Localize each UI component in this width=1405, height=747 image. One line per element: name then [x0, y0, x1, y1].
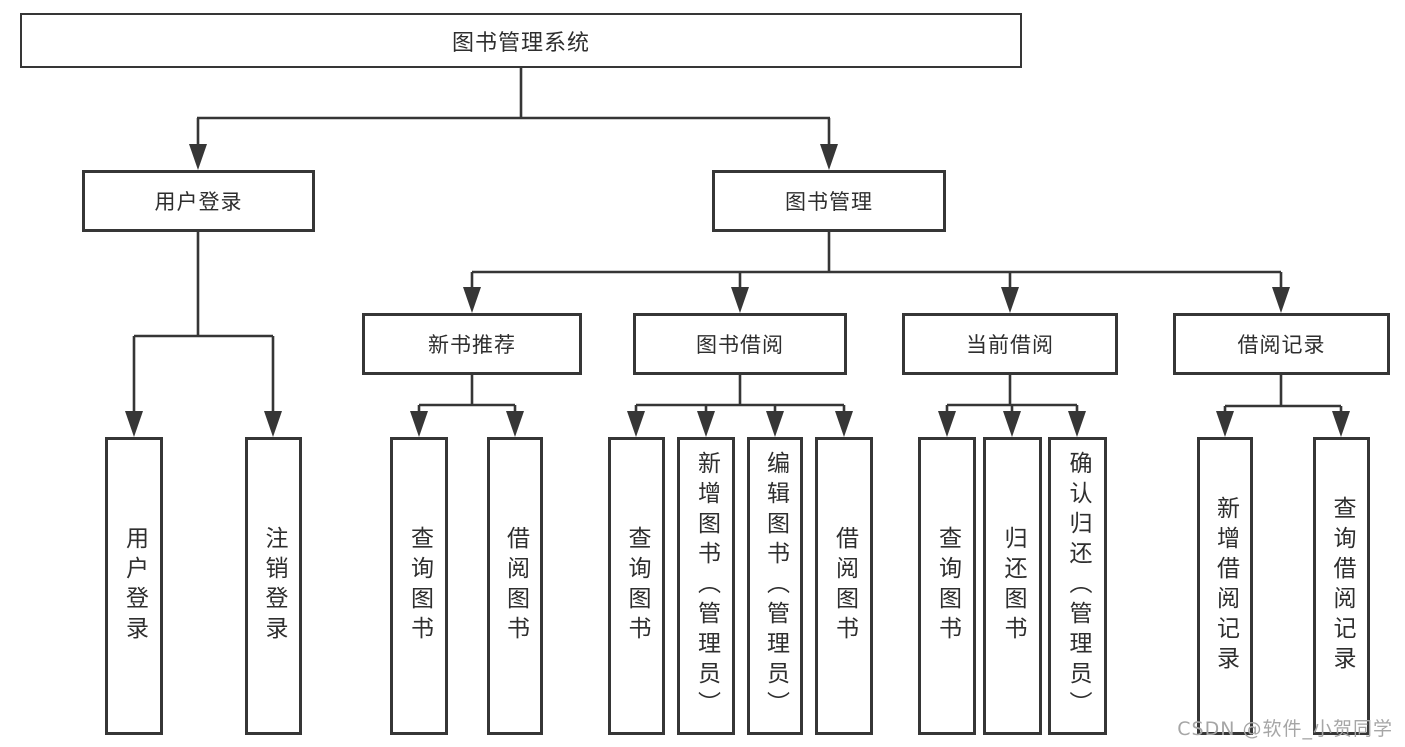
node-user-login: 用户登录: [82, 170, 315, 232]
node-book-management: 图书管理: [712, 170, 946, 232]
node-label: 用户登录: [121, 526, 148, 646]
node-label: 查询图书: [934, 526, 961, 646]
node-label: 新增图书（管理员）: [693, 451, 720, 721]
node-book-borrowing: 图书借阅: [633, 313, 847, 375]
node-label: 注销登录: [261, 526, 287, 646]
leaf-logout: 注销登录: [245, 437, 302, 735]
node-new-book-recommend: 新书推荐: [362, 313, 582, 375]
leaf-query-book-borrowing: 查询图书: [608, 437, 665, 735]
node-label: 查询借阅记录: [1329, 496, 1355, 676]
node-label: 查询图书: [624, 526, 650, 646]
csdn-watermark: CSDN @软件_小贺同学: [1177, 718, 1393, 740]
node-label: 新增借阅记录: [1212, 496, 1239, 676]
node-label: 新书推荐: [428, 333, 516, 357]
leaf-query-book-recommend: 查询图书: [390, 437, 448, 735]
node-label: 图书借阅: [696, 333, 784, 357]
node-label: 查询图书: [406, 526, 433, 646]
node-label: 图书管理系统: [451, 30, 590, 56]
node-borrow-records: 借阅记录: [1173, 313, 1390, 375]
node-label: 图书管理: [785, 190, 873, 214]
leaf-borrow-book: 借阅图书: [815, 437, 873, 735]
node-label: 编辑图书（管理员）: [762, 451, 789, 721]
node-label: 当前借阅: [966, 333, 1054, 357]
node-label: 借阅图书: [831, 526, 858, 646]
node-label: 归还图书: [1000, 526, 1026, 646]
node-label: 借阅记录: [1237, 333, 1326, 357]
connector-borrow-to-leaves: [627, 375, 853, 437]
leaf-query-borrow-record: 查询借阅记录: [1313, 437, 1370, 735]
leaf-user-login: 用户登录: [105, 437, 163, 735]
node-label: 借阅图书: [502, 526, 529, 646]
node-label: 用户登录: [154, 190, 243, 214]
connector-bookmgmt-to-level3: [463, 232, 1290, 313]
leaf-edit-book-admin: 编辑图书（管理员）: [747, 437, 803, 735]
connector-userlogin-to-leaves: [125, 232, 282, 437]
node-label: 确认归还（管理员）: [1065, 451, 1091, 721]
node-root-library-system: 图书管理系统: [20, 13, 1022, 68]
node-current-borrowing: 当前借阅: [902, 313, 1118, 375]
connector-current-to-leaves: [938, 375, 1086, 437]
leaf-confirm-return-admin: 确认归还（管理员）: [1048, 437, 1107, 735]
leaf-add-book-admin: 新增图书（管理员）: [677, 437, 735, 735]
leaf-query-book-current: 查询图书: [918, 437, 976, 735]
leaf-return-book: 归还图书: [983, 437, 1042, 735]
leaf-add-borrow-record: 新增借阅记录: [1197, 437, 1253, 735]
connector-newbook-to-leaves: [410, 375, 524, 437]
connector-record-to-leaves: [1216, 375, 1350, 437]
connector-root-to-level2: [189, 68, 838, 170]
leaf-borrow-book-recommend: 借阅图书: [487, 437, 543, 735]
